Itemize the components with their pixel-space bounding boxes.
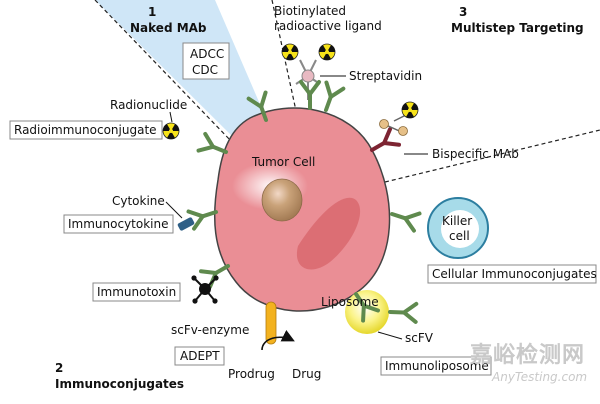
radionuclide-radiation-icon bbox=[162, 122, 180, 140]
scfv-leader bbox=[377, 331, 403, 340]
radioimmunoconjugate-label: Radioimmunoconjugate bbox=[14, 123, 157, 137]
bispecific-label: Bispecific MAb bbox=[432, 147, 519, 161]
adcc-label: ADCC bbox=[190, 47, 224, 61]
divider-line-right bbox=[384, 129, 600, 183]
tumor-nucleus bbox=[261, 178, 303, 222]
streptavidin-label: Streptavidin bbox=[349, 69, 422, 83]
divider-line-top bbox=[271, 0, 299, 121]
streptavidin-radiation-left-icon bbox=[281, 43, 299, 61]
bispecific-antibody-upper-icon bbox=[315, 80, 346, 116]
immunotoxin-label: Immunotoxin bbox=[97, 285, 176, 299]
divider-line-left bbox=[94, 0, 233, 143]
tumor-cell-label: Tumor Cell bbox=[251, 155, 315, 169]
cellular-immunoconjugates-box bbox=[427, 264, 597, 284]
prodrug-label: Prodrug bbox=[228, 367, 275, 381]
immunocytokine-box bbox=[63, 214, 174, 234]
immunoliposome-box bbox=[380, 356, 492, 376]
section-2-number: 2 bbox=[55, 361, 63, 375]
prodrug-drug-arrow bbox=[261, 329, 295, 351]
section-2-title: Immunoconjugates bbox=[55, 377, 184, 391]
biotinylated-label-line1: Biotinylated bbox=[274, 4, 346, 18]
cellular-antibody-icon bbox=[387, 203, 422, 233]
scfv-label: scFV bbox=[405, 331, 434, 345]
section-3-title: Multistep Targeting bbox=[451, 21, 584, 35]
scfv-enzyme-icon bbox=[265, 301, 277, 345]
cdc-label: CDC bbox=[192, 63, 218, 77]
section-3-number: 3 bbox=[459, 5, 467, 19]
scfv-enzyme-label: scFv-enzyme bbox=[171, 323, 249, 337]
immunotoxin-box bbox=[92, 282, 181, 302]
cytokine-label: Cytokine bbox=[112, 194, 165, 208]
cytokine-leader bbox=[165, 201, 183, 219]
watermark-english: AnyTesting.com bbox=[491, 370, 587, 384]
killer-cell-nucleus bbox=[441, 210, 479, 248]
cellular-immunoconjugates-label: Cellular Immunoconjugates bbox=[432, 267, 597, 281]
killer-cell-label-line1: Killer bbox=[442, 214, 472, 228]
killer-cell-label-line2: cell bbox=[449, 229, 470, 243]
liposome-sphere bbox=[345, 290, 389, 334]
radionuclide-leader bbox=[169, 111, 173, 123]
watermark-chinese: 嘉峪检测网 bbox=[470, 342, 585, 368]
toxin-icon bbox=[191, 275, 219, 304]
section-1-number: 1 bbox=[148, 5, 156, 19]
radionuclide-label: Radionuclide bbox=[110, 98, 187, 112]
scfv-antibody-icon bbox=[390, 303, 417, 322]
biotinylated-label-line2: radioactive ligand bbox=[274, 19, 382, 33]
bispecific-radiation-icon bbox=[401, 101, 419, 119]
immunocytokine-label: Immunocytokine bbox=[68, 217, 169, 231]
bispecific-linker-icon bbox=[379, 113, 409, 136]
streptavidin-radiation-right-icon bbox=[318, 43, 336, 61]
radioimmunoconjugate-box bbox=[9, 120, 163, 140]
cytokine-icon bbox=[177, 217, 195, 231]
liposome-label: Liposome bbox=[321, 295, 379, 309]
immunoliposome-label: Immunoliposome bbox=[385, 359, 489, 373]
section-1-title: Naked MAb bbox=[130, 21, 207, 35]
adept-label: ADEPT bbox=[180, 349, 220, 363]
streptavidin-antibody-icon bbox=[299, 80, 321, 110]
adept-box bbox=[174, 346, 225, 366]
tumor-cell bbox=[213, 107, 391, 312]
adcc-cdc-box bbox=[182, 42, 230, 80]
tumor-cell-organelle bbox=[296, 197, 361, 270]
drug-label: Drug bbox=[292, 367, 321, 381]
